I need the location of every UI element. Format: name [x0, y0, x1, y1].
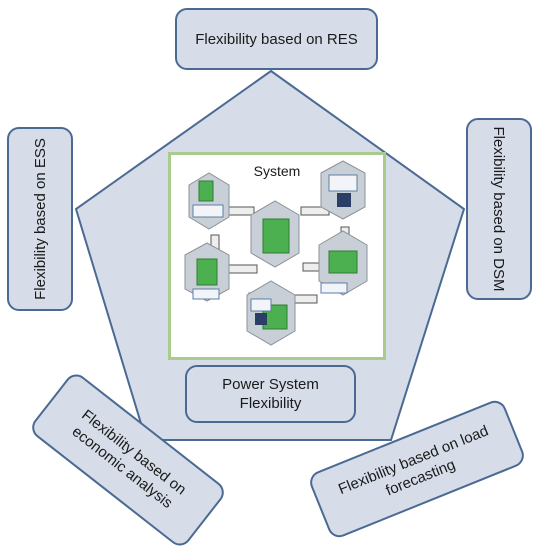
arrow-left-top	[225, 206, 255, 216]
node-ess-text: Flexibility based on ESS	[27, 127, 53, 311]
building-icon	[198, 180, 214, 202]
node-res-label: Flexibility based on RES	[195, 30, 358, 48]
device-icons	[192, 174, 358, 312]
device-icon	[192, 288, 220, 300]
center-label-line1: Power System	[222, 376, 319, 393]
node-res: Flexibility based on RES	[175, 8, 378, 70]
device-icon	[250, 298, 272, 312]
building-icon	[196, 258, 218, 286]
node-dsm-label: Flexibility based on DSM	[490, 126, 508, 292]
device-icon	[192, 204, 224, 218]
system-title: System	[253, 163, 301, 179]
building-icons	[196, 180, 358, 330]
device-icon	[320, 282, 348, 294]
system-illustration: System	[168, 152, 386, 360]
device-icon	[328, 174, 358, 192]
node-ess	[7, 127, 73, 311]
arrow-left-mid	[228, 264, 258, 274]
node-dsm-text: Flexibility based on DSM	[486, 118, 512, 300]
solar-panel-icon	[255, 313, 267, 325]
center-box-power-system-flexibility: Power System Flexibility	[185, 365, 356, 423]
building-icon	[328, 250, 358, 274]
center-label-line2: Flexibility	[239, 395, 302, 412]
node-ess-label: Flexibility based on ESS	[31, 138, 49, 300]
solar-panel-icon	[337, 193, 351, 207]
building-icon	[262, 218, 290, 254]
node-dsm	[466, 118, 532, 300]
